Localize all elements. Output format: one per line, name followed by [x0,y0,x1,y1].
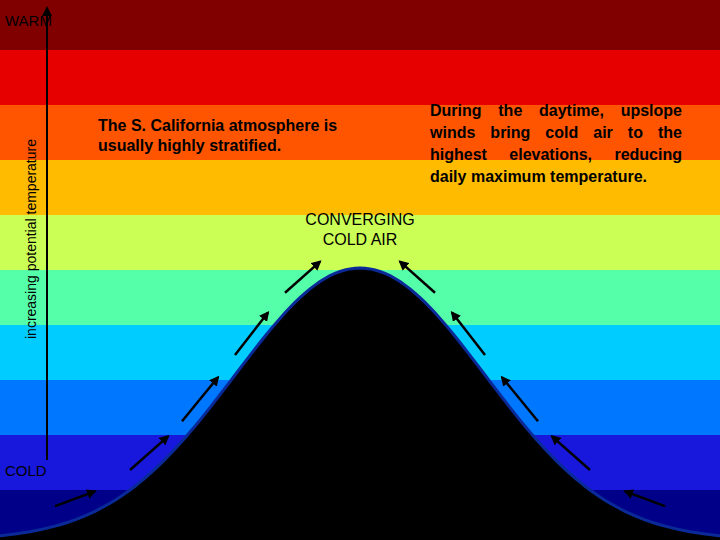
axis-end-label: COLD [5,462,47,479]
wind-arrow [55,491,95,506]
wind-arrow [552,436,590,470]
upslope-wind-arrows [55,262,665,507]
explanation-text: During the daytime, upslope winds bring … [430,100,682,188]
wind-arrow [285,262,320,293]
wind-arrow [452,313,485,356]
wind-arrow [502,377,538,421]
mountain [0,268,720,540]
wind-arrow [182,377,218,421]
wind-arrow [400,262,435,293]
flow-label: CONVERGING COLD AIR [288,210,432,250]
wind-arrow [235,313,268,356]
note-text: The S. California atmosphere is usually … [98,116,378,156]
axis-title: increasing potential temperature [23,89,39,389]
wind-arrow [625,491,665,506]
band [0,0,720,50]
wind-arrow [130,436,168,470]
temperature-axis [46,8,48,460]
axis-end-label: WARM [5,12,52,29]
band [0,50,720,105]
